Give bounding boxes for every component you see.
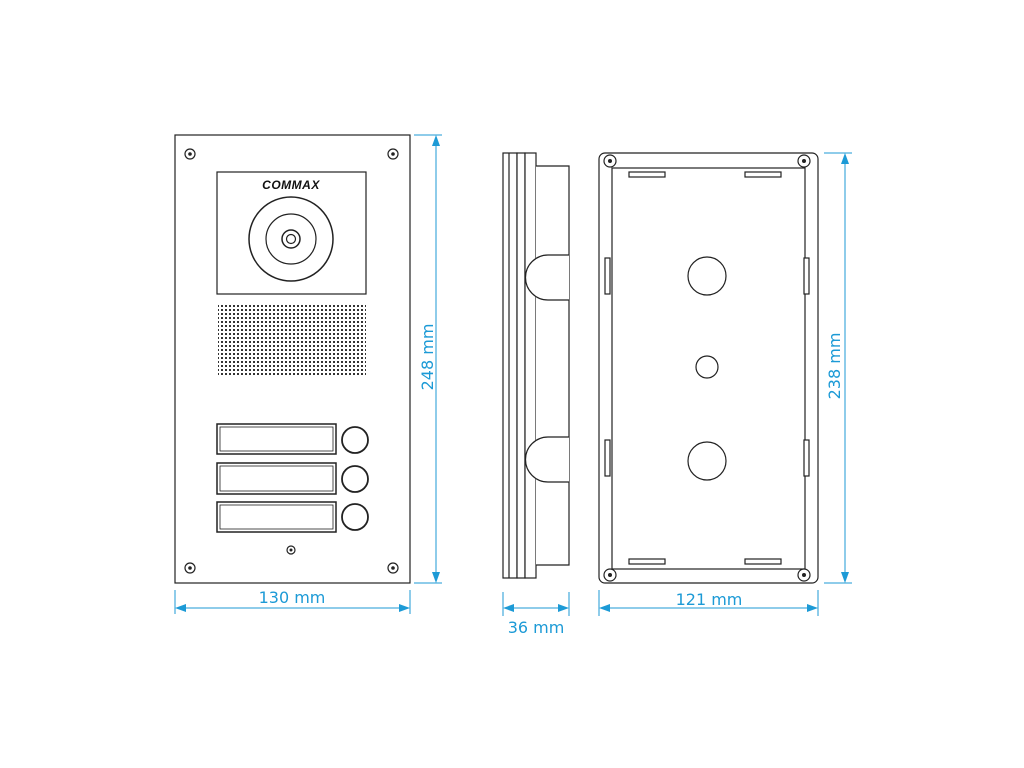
knockout-hole-center [695, 355, 719, 379]
dimension-front-width [174, 590, 411, 614]
call-button[interactable] [341, 503, 369, 531]
backbox-view [598, 152, 819, 584]
side-depth-label: 36 mm [508, 618, 565, 637]
name-plate [216, 462, 337, 495]
camera-lens-icon [248, 196, 334, 282]
front-width-label: 130 mm [259, 588, 326, 607]
box-height-label: 238 mm [825, 333, 844, 400]
name-plate [216, 423, 337, 455]
speaker-grille [218, 305, 366, 377]
call-button[interactable] [341, 465, 369, 493]
name-plate [216, 501, 337, 533]
front-view: COMMAX [174, 134, 411, 584]
box-width-label: 121 mm [676, 590, 743, 609]
dimension-box-height [824, 152, 852, 584]
front-height-label: 248 mm [418, 324, 437, 391]
call-button-row [216, 423, 369, 455]
dimension-side-depth [502, 592, 570, 616]
side-backbox [536, 165, 570, 566]
knockout-hole-top [687, 256, 727, 296]
side-faceplate [502, 152, 518, 579]
brand-logo: COMMAX [262, 178, 320, 192]
dimension-front-height [414, 134, 442, 584]
knockout-hole-bottom [687, 441, 727, 481]
side-view [502, 152, 570, 579]
dimension-box-width [598, 590, 819, 616]
call-button-row [216, 501, 369, 533]
side-knockout-top [524, 254, 569, 301]
call-button[interactable] [341, 426, 369, 454]
microphone-icon [286, 545, 296, 555]
side-knockout-bottom [524, 436, 569, 483]
call-button-row [216, 462, 369, 495]
